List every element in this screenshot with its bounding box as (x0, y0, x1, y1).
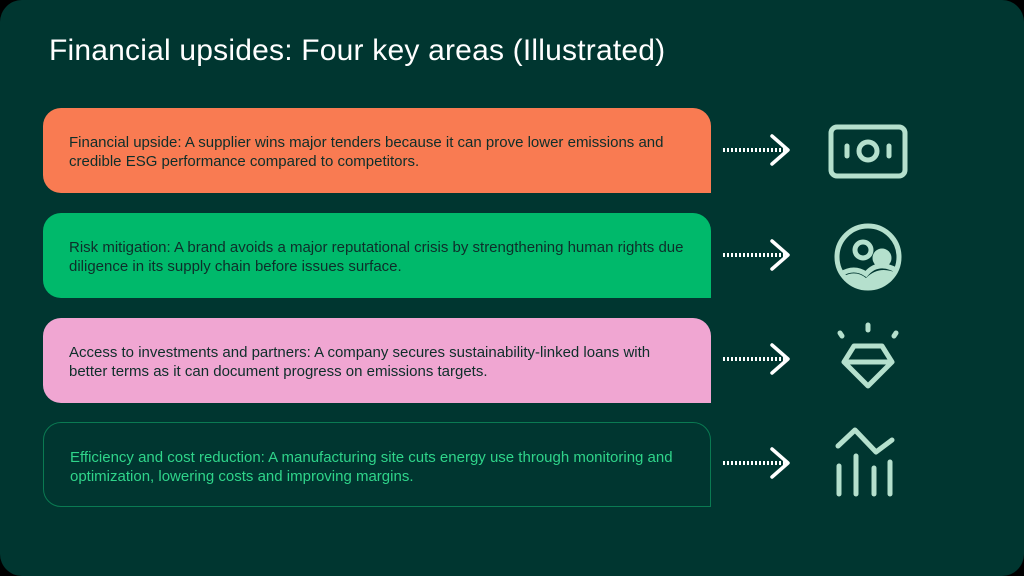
card-text: Efficiency and cost reduction: A manufac… (70, 449, 673, 485)
card-efficiency: Efficiency and cost reduction: A manufac… (43, 422, 711, 507)
slide-title: Financial upsides: Four key areas (Illus… (49, 34, 666, 67)
card-financial-upside: Financial upside: A supplier wins major … (43, 108, 711, 193)
people-community-icon (834, 223, 902, 291)
card-text: Financial upside: A supplier wins major … (69, 134, 664, 170)
card-risk-mitigation: Risk mitigation: A brand avoids a major … (43, 213, 711, 298)
chart-trend-icon (835, 427, 895, 497)
money-bill-icon (828, 124, 908, 179)
dotted-arrow-icon (723, 239, 790, 271)
card-text: Access to investments and partners: A co… (69, 344, 651, 380)
dotted-arrow-icon (723, 134, 790, 166)
card-access-investments: Access to investments and partners: A co… (43, 318, 711, 403)
diamond-icon (837, 322, 899, 389)
dotted-arrow-icon (723, 343, 790, 375)
card-text: Risk mitigation: A brand avoids a major … (69, 239, 684, 275)
dotted-arrow-icon (723, 447, 790, 479)
